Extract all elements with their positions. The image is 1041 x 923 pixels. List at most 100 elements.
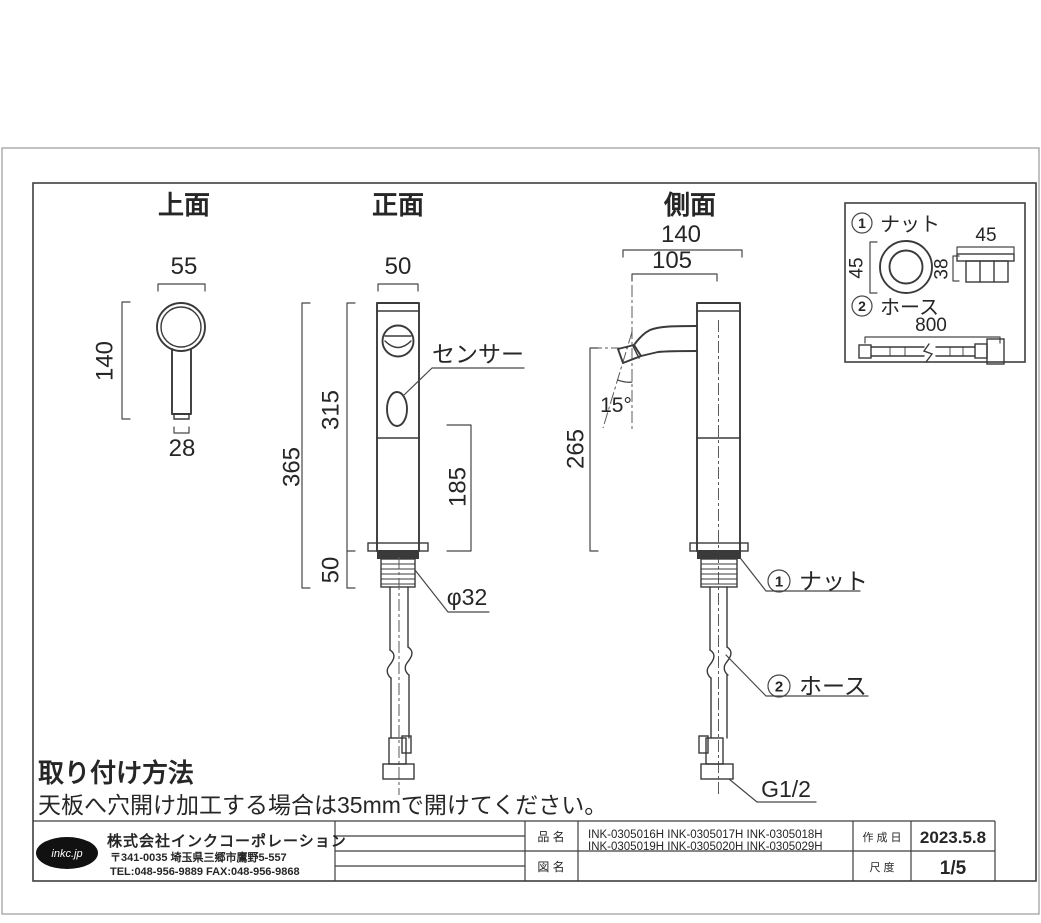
outer-sheet-border [1, 147, 1040, 915]
washer-side [697, 551, 741, 559]
sheet-frame [1, 147, 1040, 915]
dim-bracket-140-top [121, 301, 131, 420]
company-contact: TEL:048-956-9889 FAX:048-956-9868 [110, 866, 300, 878]
dim-bracket-105 [631, 273, 718, 282]
part-name-label: 品 名 [537, 829, 564, 844]
detail-nut-outer-diameter: 45 [847, 257, 868, 278]
nut-inner-circle [888, 249, 924, 285]
hose-body-lines [870, 346, 976, 357]
side-view: 側面 140 105 15° 265 [562, 190, 869, 803]
dim-bracket-800 [864, 336, 1001, 344]
detail-nut-width: 45 [975, 225, 996, 246]
detail-box-border [844, 202, 1026, 363]
nut-body [965, 260, 1009, 283]
nut-outer-circle [879, 240, 933, 294]
side-view-label: 側面 [663, 190, 716, 220]
hose-ticks [889, 347, 964, 356]
part-numbers-line1: INK-0305016H INK-0305017H INK-0305018H [588, 829, 823, 841]
hose-break-front [386, 646, 413, 679]
nut-callout-number: 1 [775, 573, 783, 590]
hose-callout-label: ホース [799, 673, 867, 699]
circled-1-icon [767, 569, 791, 593]
dim-bracket-265 [589, 347, 599, 552]
detail-nut-number: 1 [858, 215, 866, 231]
hose-nut-side [700, 763, 734, 780]
company-logo [36, 837, 98, 869]
top-view-dim-length: 140 [91, 341, 118, 381]
company-name: 株式会社インクコーポレーション [107, 832, 347, 850]
sensor-window [386, 391, 408, 427]
threaded-shank-side [700, 558, 738, 588]
detail-circled-1-icon [851, 212, 873, 234]
faucet-stem-cap [173, 413, 190, 420]
top-view-label: 上面 [158, 190, 210, 220]
leader-nut [740, 558, 861, 592]
hose-break-side [706, 646, 732, 679]
hose-right-cap [974, 343, 988, 359]
side-dim-spout-reach: 105 [652, 247, 692, 274]
company-address: 〒341-0035 埼玉県三郷市鷹野5-557 [110, 850, 287, 864]
angle-arc [616, 379, 633, 383]
hose-lower-side [710, 674, 728, 739]
front-dim-below-counter: 50 [317, 557, 344, 584]
thread-callout-label: G1/2 [761, 776, 811, 802]
hose-nut-front [382, 763, 415, 780]
top-view-dim-head-width: 55 [171, 253, 198, 280]
spout-opening-front [381, 324, 415, 358]
top-view: 上面 55 28 140 [91, 190, 210, 462]
detail-hose-label: ホース [880, 297, 939, 319]
dim-bracket-nut-width [956, 246, 1015, 254]
detail-hose-length: 800 [915, 315, 947, 336]
side-dim-outlet-height: 265 [562, 429, 589, 469]
detail-circled-2-icon [851, 295, 873, 317]
front-dim-sensor-height: 185 [444, 467, 471, 507]
part-numbers-line2: INK-0305019H INK-0305020H INK-0305029H [588, 841, 823, 853]
hose-nub-side [698, 735, 709, 754]
detail-nut-label: ナット [880, 214, 940, 236]
leader-sensor [402, 367, 525, 397]
drawing-name-label: 図 名 [537, 859, 564, 874]
scale-value: 1/5 [940, 858, 967, 879]
hose-callout-number: 2 [775, 678, 783, 695]
dim-bracket-nut-45 [869, 241, 878, 294]
faucet-head-outline [156, 302, 206, 352]
nut-callout-label: ナット [799, 568, 868, 594]
installation-note: 取り付け方法 天板へ穴開け加工する場合は35mmで開けてください。 [38, 758, 607, 818]
company-logo-text: inkc.jp [51, 848, 82, 860]
aerator-seam [632, 345, 640, 359]
front-dim-above-counter: 315 [317, 390, 344, 430]
sensor-callout-label: センサー [432, 341, 524, 367]
nut-flange [956, 253, 1015, 262]
circled-2-icon [767, 674, 791, 698]
hose-upper-side [709, 586, 728, 651]
side-dim-total-depth: 140 [661, 221, 701, 248]
dim-bracket-50 [377, 283, 419, 292]
hose-right-nut [986, 338, 1005, 365]
dim-bracket-28 [173, 426, 190, 434]
washer-front [377, 551, 419, 559]
parts-detail-box: 1 ナット 45 45 38 2 ホース 800 [844, 202, 1026, 365]
leader-phi32 [414, 569, 490, 613]
spout-opening-detail [384, 335, 412, 349]
thread-hatch-front [381, 563, 415, 585]
title-block: inkc.jp 株式会社インクコーポレーション 〒341-0035 埼玉県三郷市… [33, 820, 996, 881]
aerator-tip [617, 344, 642, 364]
front-view: 正面 50 365 315 50 185 [278, 190, 525, 795]
front-view-dim-width: 50 [385, 253, 412, 280]
side-dim-spout-angle: 15° [600, 394, 632, 417]
drawing-frame [32, 182, 1037, 882]
thread-hatch-side [701, 563, 737, 585]
threaded-shank-front [380, 558, 416, 588]
dim-bracket-365 [301, 302, 311, 589]
dim-bracket-55 [157, 283, 206, 292]
installation-heading: 取り付け方法 [38, 758, 194, 788]
hose-break-mark [922, 343, 934, 363]
dim-bracket-50-under [346, 550, 356, 589]
hose-neck-front [388, 737, 407, 765]
created-date-label: 作 成 日 [862, 831, 901, 844]
front-dim-total-height: 365 [278, 447, 305, 487]
spout-top-edge [633, 325, 698, 346]
faucet-head-inner [160, 306, 202, 348]
leader-hose [725, 654, 869, 697]
